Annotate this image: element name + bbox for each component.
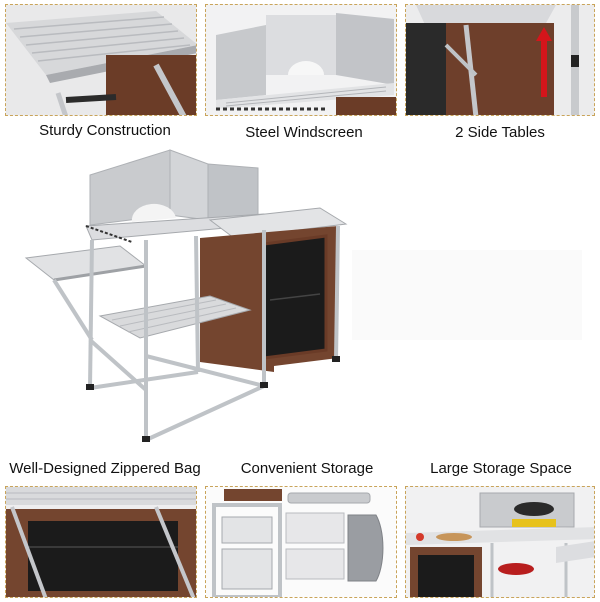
photo-steel-windscreen [205, 4, 397, 116]
caption-sturdy-construction: Sturdy Construction [39, 122, 171, 139]
photo-zippered-bag [5, 486, 197, 598]
zippered-bag-closeup-graphic [6, 487, 196, 597]
photo-sturdy-construction [5, 4, 197, 116]
camping-kitchen-table-graphic [24, 149, 348, 442]
windscreen-closeup-graphic [206, 5, 396, 115]
photo-convenient-storage [205, 486, 397, 598]
main-product-image [20, 140, 380, 460]
photo-large-storage [405, 486, 595, 598]
caption-large-storage: Large Storage Space [430, 460, 572, 477]
photo-side-tables [405, 4, 595, 116]
kitchen-in-use-graphic [406, 487, 594, 597]
caption-convenient-storage: Convenient Storage [240, 460, 374, 477]
caption-side-tables: 2 Side Tables [455, 124, 545, 141]
caption-steel-windscreen: Steel Windscreen [245, 124, 363, 141]
side-table-closeup-graphic [406, 5, 594, 115]
faded-watermark-area [352, 250, 582, 340]
folded-parts-graphic [206, 487, 396, 597]
table-top-closeup-graphic [6, 5, 196, 115]
caption-zippered-bag: Well-Designed Zippered Bag [9, 460, 201, 477]
